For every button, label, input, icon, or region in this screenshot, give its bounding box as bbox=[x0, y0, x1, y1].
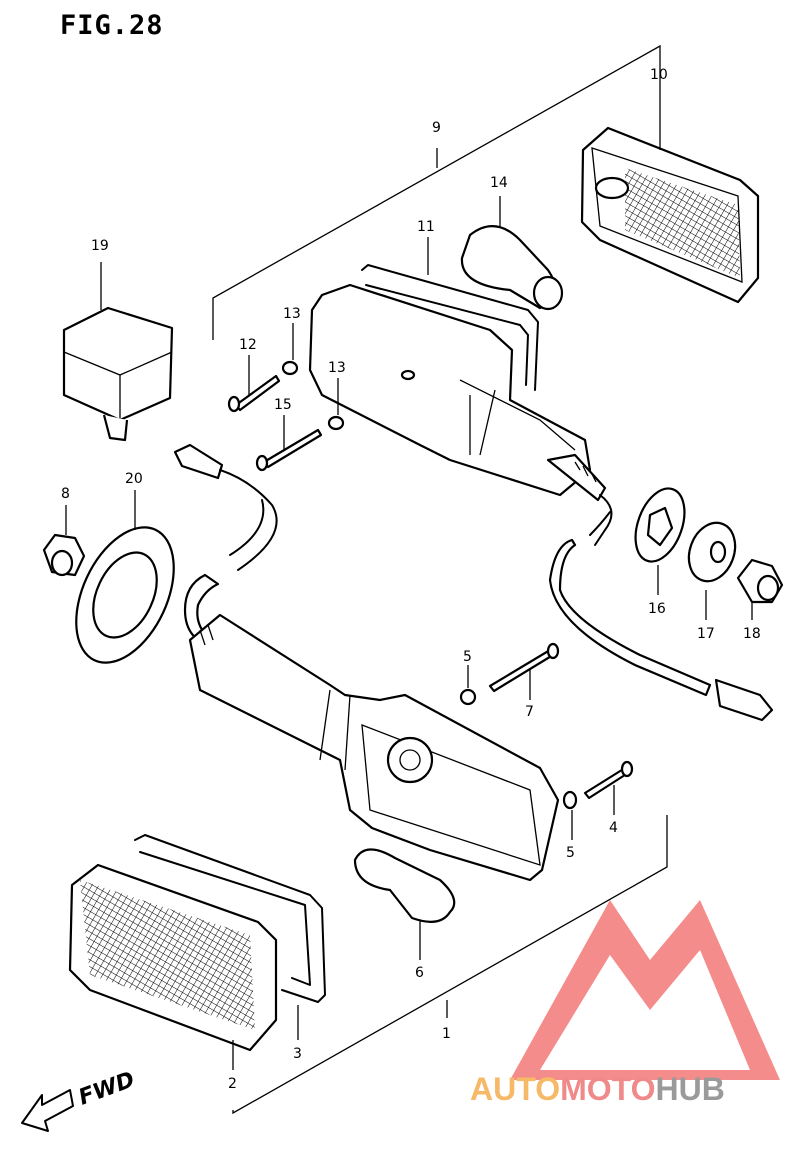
watermark-hub: HUB bbox=[655, 1071, 724, 1107]
figure-title: FIG.28 bbox=[60, 10, 164, 41]
part-15-screw bbox=[255, 415, 323, 472]
callout-5b: 5 bbox=[566, 845, 575, 861]
part-19-relay bbox=[62, 262, 174, 442]
watermark-triangle-icon bbox=[510, 900, 780, 1080]
part-5-washer-b bbox=[562, 790, 578, 840]
upper-wire-harness bbox=[548, 494, 774, 722]
watermark-logo: AUTOMOTOHUB bbox=[470, 900, 780, 1107]
watermark-auto: AUTO bbox=[470, 1071, 560, 1107]
part-16-washer bbox=[634, 487, 686, 595]
part-10-front-lens bbox=[580, 126, 760, 304]
callout-7: 7 bbox=[525, 704, 534, 720]
callout-11: 11 bbox=[417, 219, 435, 235]
part-17-washer bbox=[687, 521, 737, 620]
part-4-screw bbox=[583, 760, 634, 815]
callout-17: 17 bbox=[697, 626, 715, 642]
part-18-nut bbox=[736, 558, 784, 620]
callout-13b: 13 bbox=[328, 360, 346, 376]
callout-13a: 13 bbox=[283, 306, 301, 322]
part-13-washer-a bbox=[281, 323, 299, 376]
callout-2: 2 bbox=[228, 1076, 237, 1092]
callout-20: 20 bbox=[125, 471, 143, 487]
part-2-rear-lens bbox=[68, 863, 278, 1070]
part-5-washer-a bbox=[459, 665, 477, 706]
callout-16: 16 bbox=[648, 601, 666, 617]
callout-6: 6 bbox=[415, 965, 424, 981]
part-11-gasket bbox=[361, 237, 539, 391]
part-13-washer-b bbox=[327, 378, 345, 431]
callout-14: 14 bbox=[490, 175, 508, 191]
callout-8: 8 bbox=[61, 486, 70, 502]
part-3-gasket bbox=[134, 834, 326, 1040]
part-8-nut bbox=[42, 505, 86, 577]
forward-direction-indicator: FWD bbox=[21, 1067, 139, 1132]
callout-5a: 5 bbox=[463, 649, 472, 665]
bracket-lower-assembly bbox=[232, 815, 668, 1115]
part-7-screw bbox=[488, 642, 560, 700]
lower-lamp-housing bbox=[188, 613, 560, 882]
callout-labels: 1 2 3 4 5 5 6 7 8 9 10 11 12 13 13 14 15… bbox=[61, 67, 761, 1092]
part-6-bulb bbox=[353, 848, 456, 960]
callout-19: 19 bbox=[91, 238, 109, 254]
callout-1: 1 bbox=[442, 1026, 451, 1042]
lower-wire-harness bbox=[173, 443, 278, 642]
svg-text:AUTOMOTOHUB: AUTOMOTOHUB bbox=[470, 1071, 725, 1107]
callout-12: 12 bbox=[239, 337, 257, 353]
bracket-upper-assembly bbox=[212, 44, 661, 340]
callout-18: 18 bbox=[743, 626, 761, 642]
callout-4: 4 bbox=[609, 820, 618, 836]
fwd-label: FWD bbox=[76, 1067, 139, 1110]
callout-10: 10 bbox=[650, 67, 668, 83]
upper-lamp-housing bbox=[308, 283, 607, 502]
callout-9: 9 bbox=[432, 120, 441, 136]
part-14-bulb bbox=[460, 196, 564, 311]
part-12-screw bbox=[227, 355, 281, 413]
callout-15: 15 bbox=[274, 397, 292, 413]
part-20-grommet bbox=[75, 490, 175, 664]
callout-3: 3 bbox=[293, 1046, 302, 1062]
watermark-moto: MOTO bbox=[560, 1071, 655, 1107]
